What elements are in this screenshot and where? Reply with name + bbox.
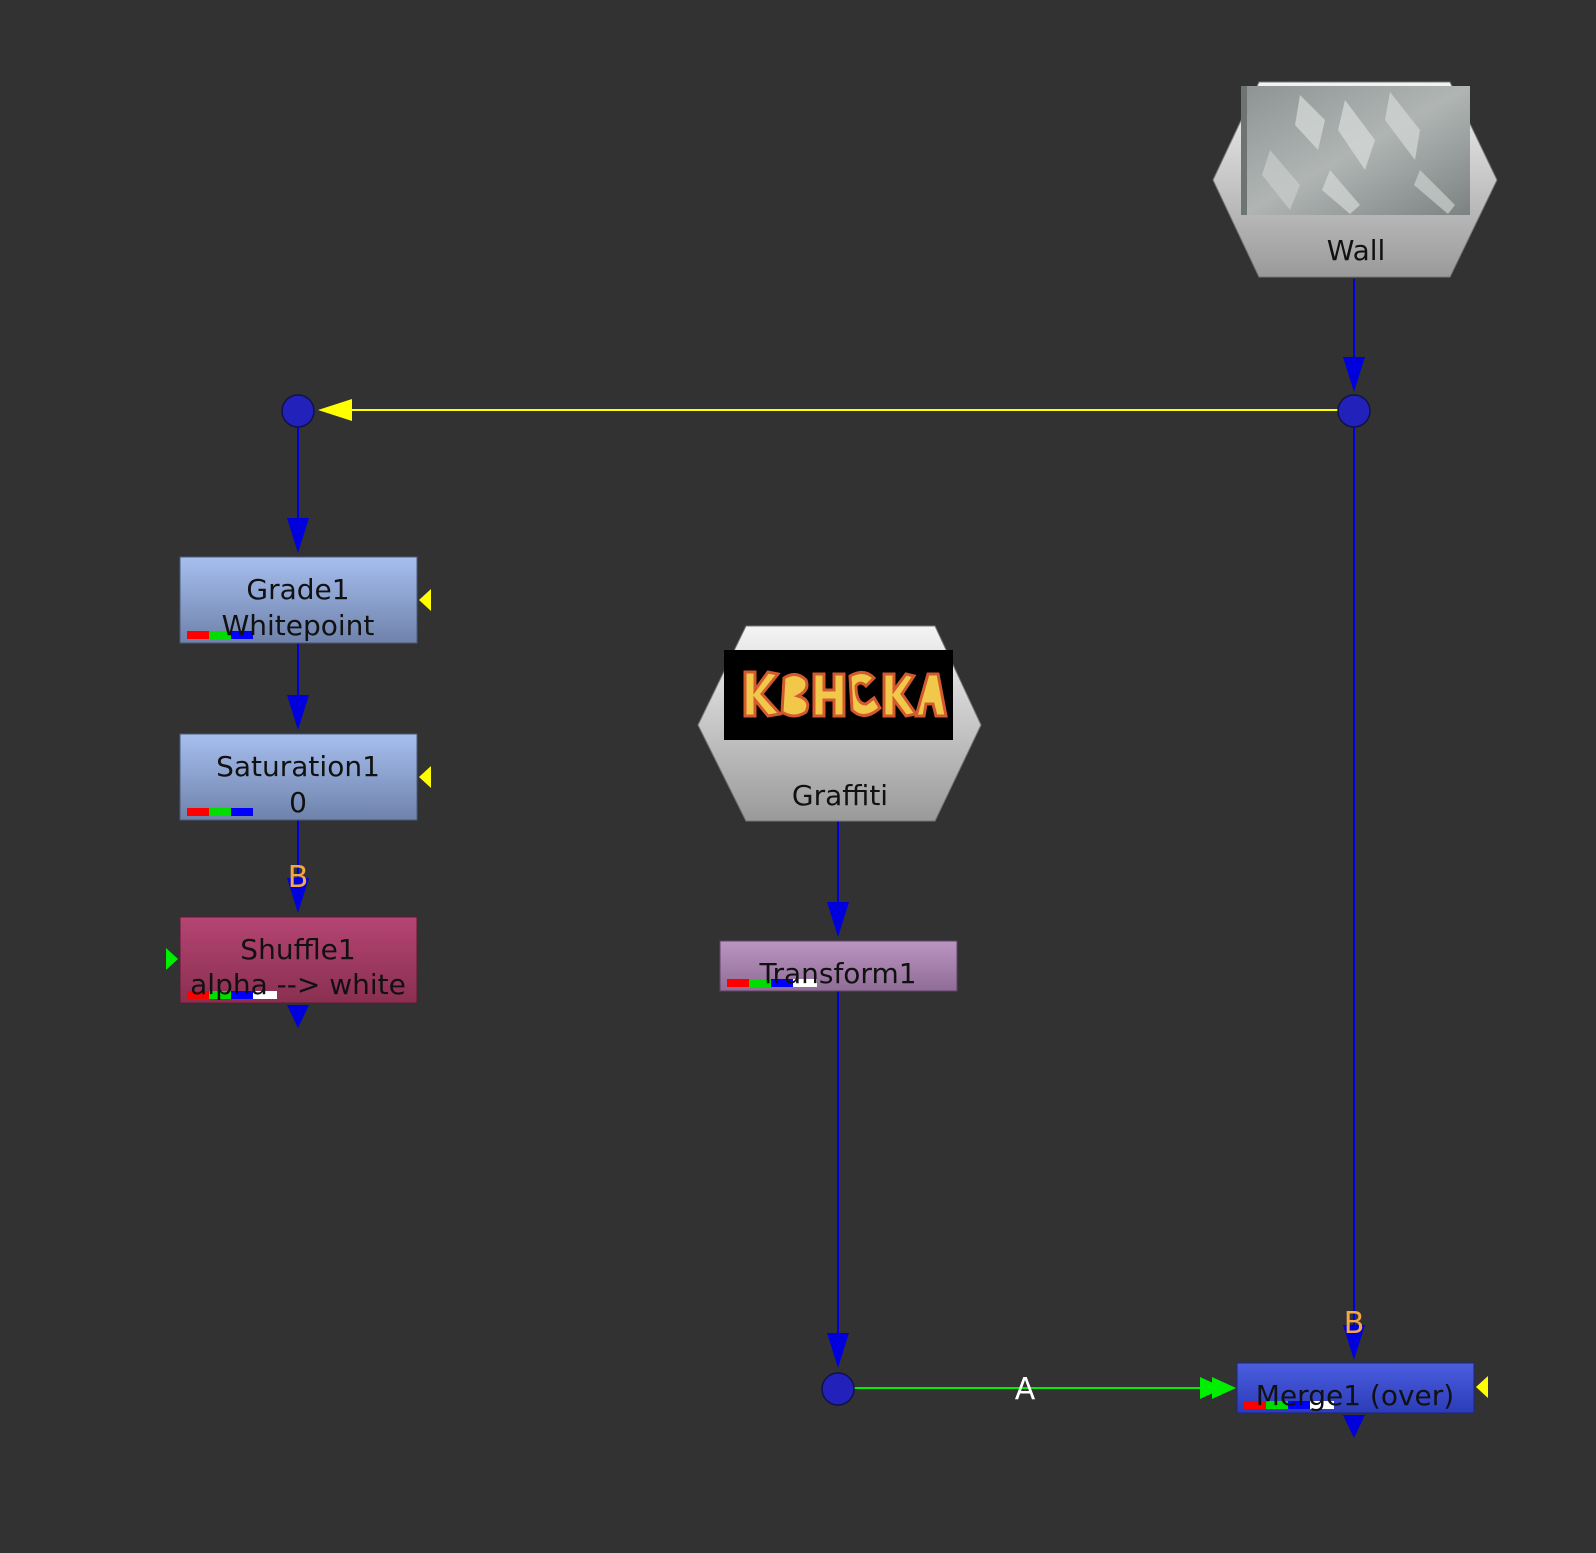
saturation-node[interactable]: Saturation1 0 <box>179 733 431 821</box>
arrow-head <box>287 695 309 730</box>
arrow-head <box>1343 357 1365 392</box>
mask-input-arrow[interactable] <box>1476 1376 1488 1398</box>
dot-node[interactable] <box>821 1372 855 1406</box>
channel-indicator <box>1244 1401 1334 1409</box>
arrow-head <box>827 1333 849 1368</box>
dot-node[interactable] <box>1337 394 1371 428</box>
mask-input-arrow[interactable] <box>419 589 431 611</box>
node-label: Saturation1 <box>216 750 380 783</box>
arrow-head <box>827 902 849 937</box>
node-label: Shuffle1 <box>240 933 355 966</box>
grade-node[interactable]: Grade1 Whitepoint <box>179 556 431 644</box>
arrow-head <box>287 878 309 913</box>
transform-node[interactable]: Transform1 <box>719 940 958 992</box>
node-label: Wall <box>1327 234 1386 267</box>
concrete-wall-thumbnail <box>1241 86 1470 215</box>
arrow-head <box>1212 1377 1236 1399</box>
input-label-b: B <box>1344 1306 1365 1341</box>
input-arrow[interactable] <box>166 948 178 970</box>
read-node-wall[interactable]: Wall <box>1212 81 1498 278</box>
arrow-head <box>1343 1325 1365 1360</box>
node-label: Grade1 <box>246 573 349 606</box>
mask-input-arrow[interactable] <box>419 766 431 788</box>
channel-indicator <box>727 979 817 987</box>
node-sublabel: alpha --> white <box>190 968 406 1001</box>
node-label: Transform1 <box>758 957 916 990</box>
node-sublabel: Whitepoint <box>222 609 375 642</box>
node-sublabel: 0 <box>289 786 307 819</box>
node-label: Merge1 (over) <box>1256 1379 1454 1412</box>
arrow-head <box>287 518 309 553</box>
output-arrow <box>1343 1415 1365 1438</box>
shuffle-node[interactable]: Shuffle1 alpha --> white <box>166 916 418 1004</box>
arrow-head <box>318 399 352 421</box>
channel-indicator <box>187 808 253 816</box>
input-label-b: B <box>288 860 309 895</box>
output-arrow <box>287 1005 309 1028</box>
channel-indicator <box>187 631 253 639</box>
channel-indicator <box>187 991 277 999</box>
graffiti-thumbnail <box>724 650 953 740</box>
merge-node[interactable]: Merge1 (over) <box>1236 1362 1488 1414</box>
node-label: Graffiti <box>792 779 888 812</box>
dot-node[interactable] <box>281 394 315 428</box>
input-label-a: A <box>1015 1372 1036 1407</box>
read-node-graffiti[interactable]: Graffiti <box>697 625 982 822</box>
